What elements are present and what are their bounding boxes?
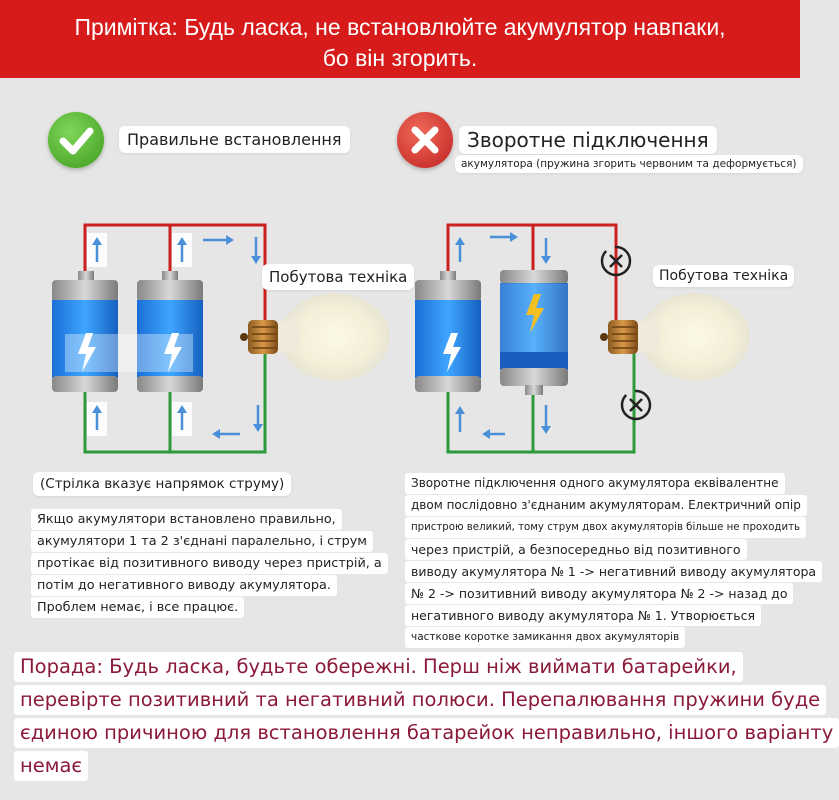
left-description-line: протікає від позитивного виводу через пр…	[31, 553, 388, 574]
correct-install-title: Правильне встановлення	[119, 126, 350, 153]
blocked-icon	[600, 245, 652, 421]
left-description: Якщо акумулятори встановлено правильно, …	[31, 509, 388, 619]
left-description-line: потім до негативного виводу акумулятора.	[31, 575, 337, 596]
right-battery-1	[415, 271, 481, 392]
battery-2	[137, 271, 203, 392]
warning-banner: Примітка: Будь ласка, не встановлюйте ак…	[0, 0, 800, 78]
right-description-line: часткове коротке замикання двох акумулят…	[405, 627, 686, 648]
right-description-line: негативного виводу акумулятора № 1. Утво…	[405, 605, 761, 626]
right-description-line: № 2 -> позитивний виводу акумулятора № 2…	[405, 583, 794, 604]
left-description-line: Проблем немає, і все працює.	[31, 597, 245, 618]
right-description-line: виводу акумулятора № 1 -> негативний вив…	[405, 561, 823, 582]
left-description-line: акумулятори 1 та 2 з'єднані паралельно, …	[31, 531, 373, 552]
right-description-line: двом послідовно з'єднаним акумуляторам. …	[405, 495, 807, 516]
reverse-connection-subtitle: акумулятора (пружина згорить червоним та…	[455, 155, 803, 173]
right-light-bulb-icon	[600, 293, 750, 381]
reverse-connection-title: Зворотне підключення	[459, 126, 717, 154]
tip-line: єдиною причиною для встановлення батарей…	[14, 718, 839, 748]
right-description-line: пристрою великий, тому струм двох акумул…	[405, 517, 807, 538]
lightning-icon	[78, 333, 182, 372]
tip-block: Порада: Будь ласка, будьте обережні. Пер…	[14, 652, 839, 784]
tip-line: перевірте позитивний та негативний полюс…	[14, 685, 827, 715]
right-current-arrow-icon	[455, 232, 551, 439]
arrow-note: (Стрілка вказує напрямок струму)	[33, 472, 292, 496]
banner-line-1: Примітка: Будь ласка, не встановлюйте ак…	[66, 14, 734, 41]
battery-1	[52, 271, 118, 392]
left-device-label: Побутова техніка	[262, 264, 415, 290]
current-arrow-icon	[87, 233, 263, 439]
right-battery-2-reversed	[500, 270, 568, 395]
tip-line: Порада: Будь ласка, будьте обережні. Пер…	[14, 652, 743, 682]
right-description-line: Зворотне підключення одного акумулятора …	[405, 473, 785, 494]
banner-line-2: бо він згорить.	[314, 45, 486, 72]
cross-icon	[397, 112, 453, 168]
left-negative-wire	[83, 345, 267, 454]
tip-line: немає	[14, 751, 89, 781]
right-device-label: Побутова техніка	[653, 265, 795, 287]
check-icon	[48, 112, 104, 168]
right-description: Зворотне підключення одного акумулятора …	[405, 473, 823, 649]
light-bulb-icon	[240, 293, 390, 381]
left-description-line: Якщо акумулятори встановлено правильно,	[31, 509, 342, 530]
right-description-line: через пристрій, а безпосередньо від пози…	[405, 539, 747, 560]
